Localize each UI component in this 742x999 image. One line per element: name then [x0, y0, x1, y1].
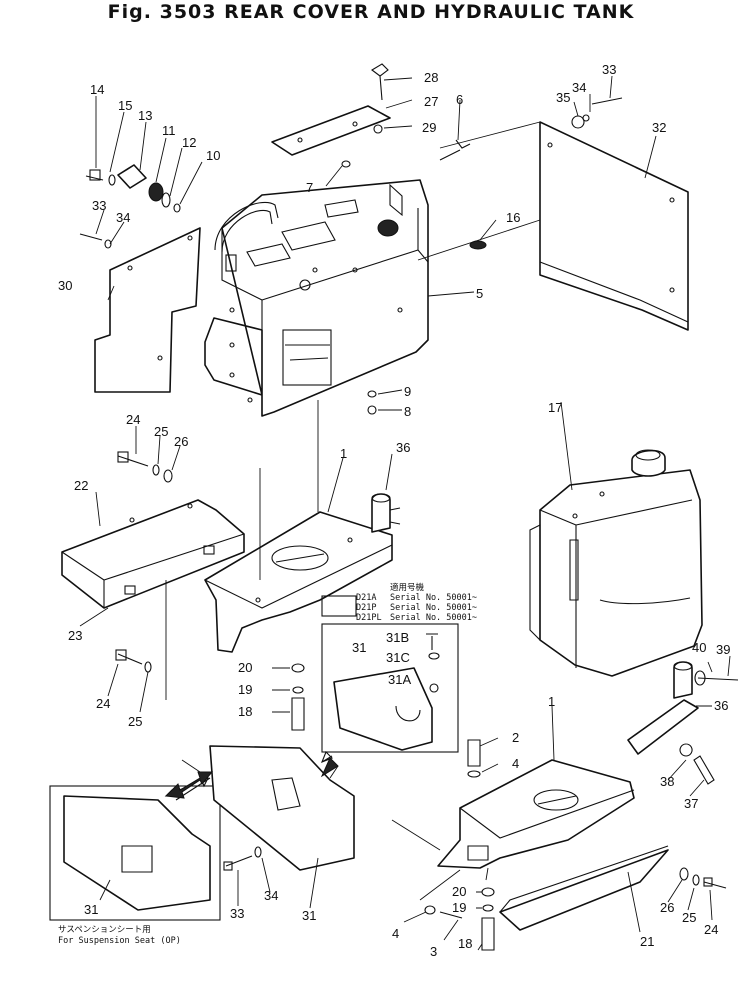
double-arrow-icon — [164, 771, 214, 799]
option-note: サスペンションシート用 For Suspension Seat (OP) — [58, 925, 181, 946]
label-19b: 19 — [452, 900, 466, 915]
label-31-middle: 31 — [302, 908, 316, 923]
label-33c: 33 — [230, 906, 244, 921]
serial-text-2: Serial No. 50001~ — [390, 613, 477, 623]
label-5: 5 — [476, 286, 483, 301]
label-34: 34 — [116, 210, 130, 225]
serial-note-heading: 適用号機 — [390, 582, 425, 593]
label-18b: 18 — [458, 936, 472, 951]
label-18: 18 — [238, 704, 252, 719]
serial-text-0: Serial No. 50001~ — [390, 593, 477, 603]
serial-model-0: D21A — [356, 593, 376, 603]
serial-model-2: D21PL — [356, 613, 382, 623]
label-31B: 31B — [386, 630, 409, 645]
label-4: 4 — [512, 756, 519, 771]
label-31C: 31C — [386, 650, 410, 665]
seat-base-1-upper — [204, 493, 401, 653]
bracket-22 — [61, 499, 245, 609]
label-25: 25 — [154, 424, 168, 439]
small-fasteners — [341, 139, 487, 415]
label-29: 29 — [422, 120, 436, 135]
label-7: 7 — [306, 180, 313, 195]
label-20: 20 — [238, 660, 252, 675]
label-11: 11 — [162, 123, 176, 138]
label-19: 19 — [238, 682, 252, 697]
seat-base-1-lower — [437, 661, 739, 869]
label-40: 40 — [692, 640, 706, 655]
label-35: 35 — [556, 90, 570, 105]
option-note-jp: サスペンションシート用 — [58, 925, 151, 935]
label-39: 39 — [716, 642, 730, 657]
inset-box-suspension — [49, 775, 221, 921]
label-34b: 34 — [572, 80, 586, 95]
bolt-set-33-34-bottom — [223, 846, 262, 871]
label-25b: 25 — [128, 714, 142, 729]
label-12: 12 — [182, 135, 196, 150]
label-8: 8 — [404, 404, 411, 419]
leader-lines — [79, 75, 731, 951]
serial-note: 適用号機 D21A Serial No. 50001~ D21P Serial … — [356, 582, 477, 623]
label-16: 16 — [506, 210, 520, 225]
label-3: 3 — [430, 944, 437, 959]
bolt-2-washer-4 — [467, 739, 481, 778]
label-4b: 4 — [392, 926, 399, 941]
label-25c: 25 — [682, 910, 696, 925]
hydraulic-tank-17 — [529, 449, 703, 677]
label-27: 27 — [424, 94, 438, 109]
label-23: 23 — [68, 628, 82, 643]
label-9: 9 — [404, 384, 411, 399]
figure-title: Fig. 3503 REAR COVER AND HYDRAULIC TANK — [107, 1, 635, 23]
label-31A: 31A — [388, 672, 411, 687]
rear-panel-32 — [539, 97, 689, 331]
label-26: 26 — [174, 434, 188, 449]
top-plate-27 — [271, 63, 391, 156]
label-24: 24 — [126, 412, 140, 427]
label-17: 17 — [548, 400, 562, 415]
label-22: 22 — [74, 478, 88, 493]
label-31: 31 — [352, 640, 366, 655]
label-26b: 26 — [660, 900, 674, 915]
label-34c: 34 — [264, 888, 278, 903]
label-6: 6 — [456, 92, 463, 107]
label-10: 10 — [206, 148, 220, 163]
label-37: 37 — [684, 796, 698, 811]
label-31-suspension: 31 — [84, 902, 98, 917]
option-note-en: For Suspension Seat (OP) — [58, 936, 181, 946]
label-2: 2 — [512, 730, 519, 745]
label-33b: 33 — [602, 62, 616, 77]
rear-cover-5 — [204, 179, 429, 417]
bolt-set-18-20-left — [291, 663, 305, 731]
label-24b: 24 — [96, 696, 110, 711]
label-30: 30 — [58, 278, 72, 293]
arrow-icon — [320, 757, 339, 778]
cap-assembly-10-15 — [79, 164, 181, 249]
label-1: 1 — [340, 446, 347, 461]
serial-text-1: Serial No. 50001~ — [390, 603, 477, 613]
label-38: 38 — [660, 774, 674, 789]
bolt-set-24-26-top — [117, 451, 173, 483]
inset-box-31 — [321, 623, 459, 753]
label-1b: 1 — [548, 694, 555, 709]
bolt-set-24-25-lower — [115, 649, 152, 673]
label-21: 21 — [640, 934, 654, 949]
label-32: 32 — [652, 120, 666, 135]
label-20b: 20 — [452, 884, 466, 899]
label-36: 36 — [396, 440, 410, 455]
label-33: 33 — [92, 198, 106, 213]
callout-labels: 14 15 13 11 12 10 33 34 30 28 27 29 6 7 … — [58, 62, 730, 959]
label-36b: 36 — [714, 698, 728, 713]
label-13: 13 — [138, 108, 152, 123]
serial-model-1: D21P — [356, 603, 376, 613]
label-24c: 24 — [704, 922, 718, 937]
label-15: 15 — [118, 98, 132, 113]
panel-31-middle — [209, 745, 355, 871]
side-panel-30 — [94, 227, 201, 393]
label-28: 28 — [424, 70, 438, 85]
bracket-21 — [499, 845, 669, 931]
label-14: 14 — [90, 82, 104, 97]
